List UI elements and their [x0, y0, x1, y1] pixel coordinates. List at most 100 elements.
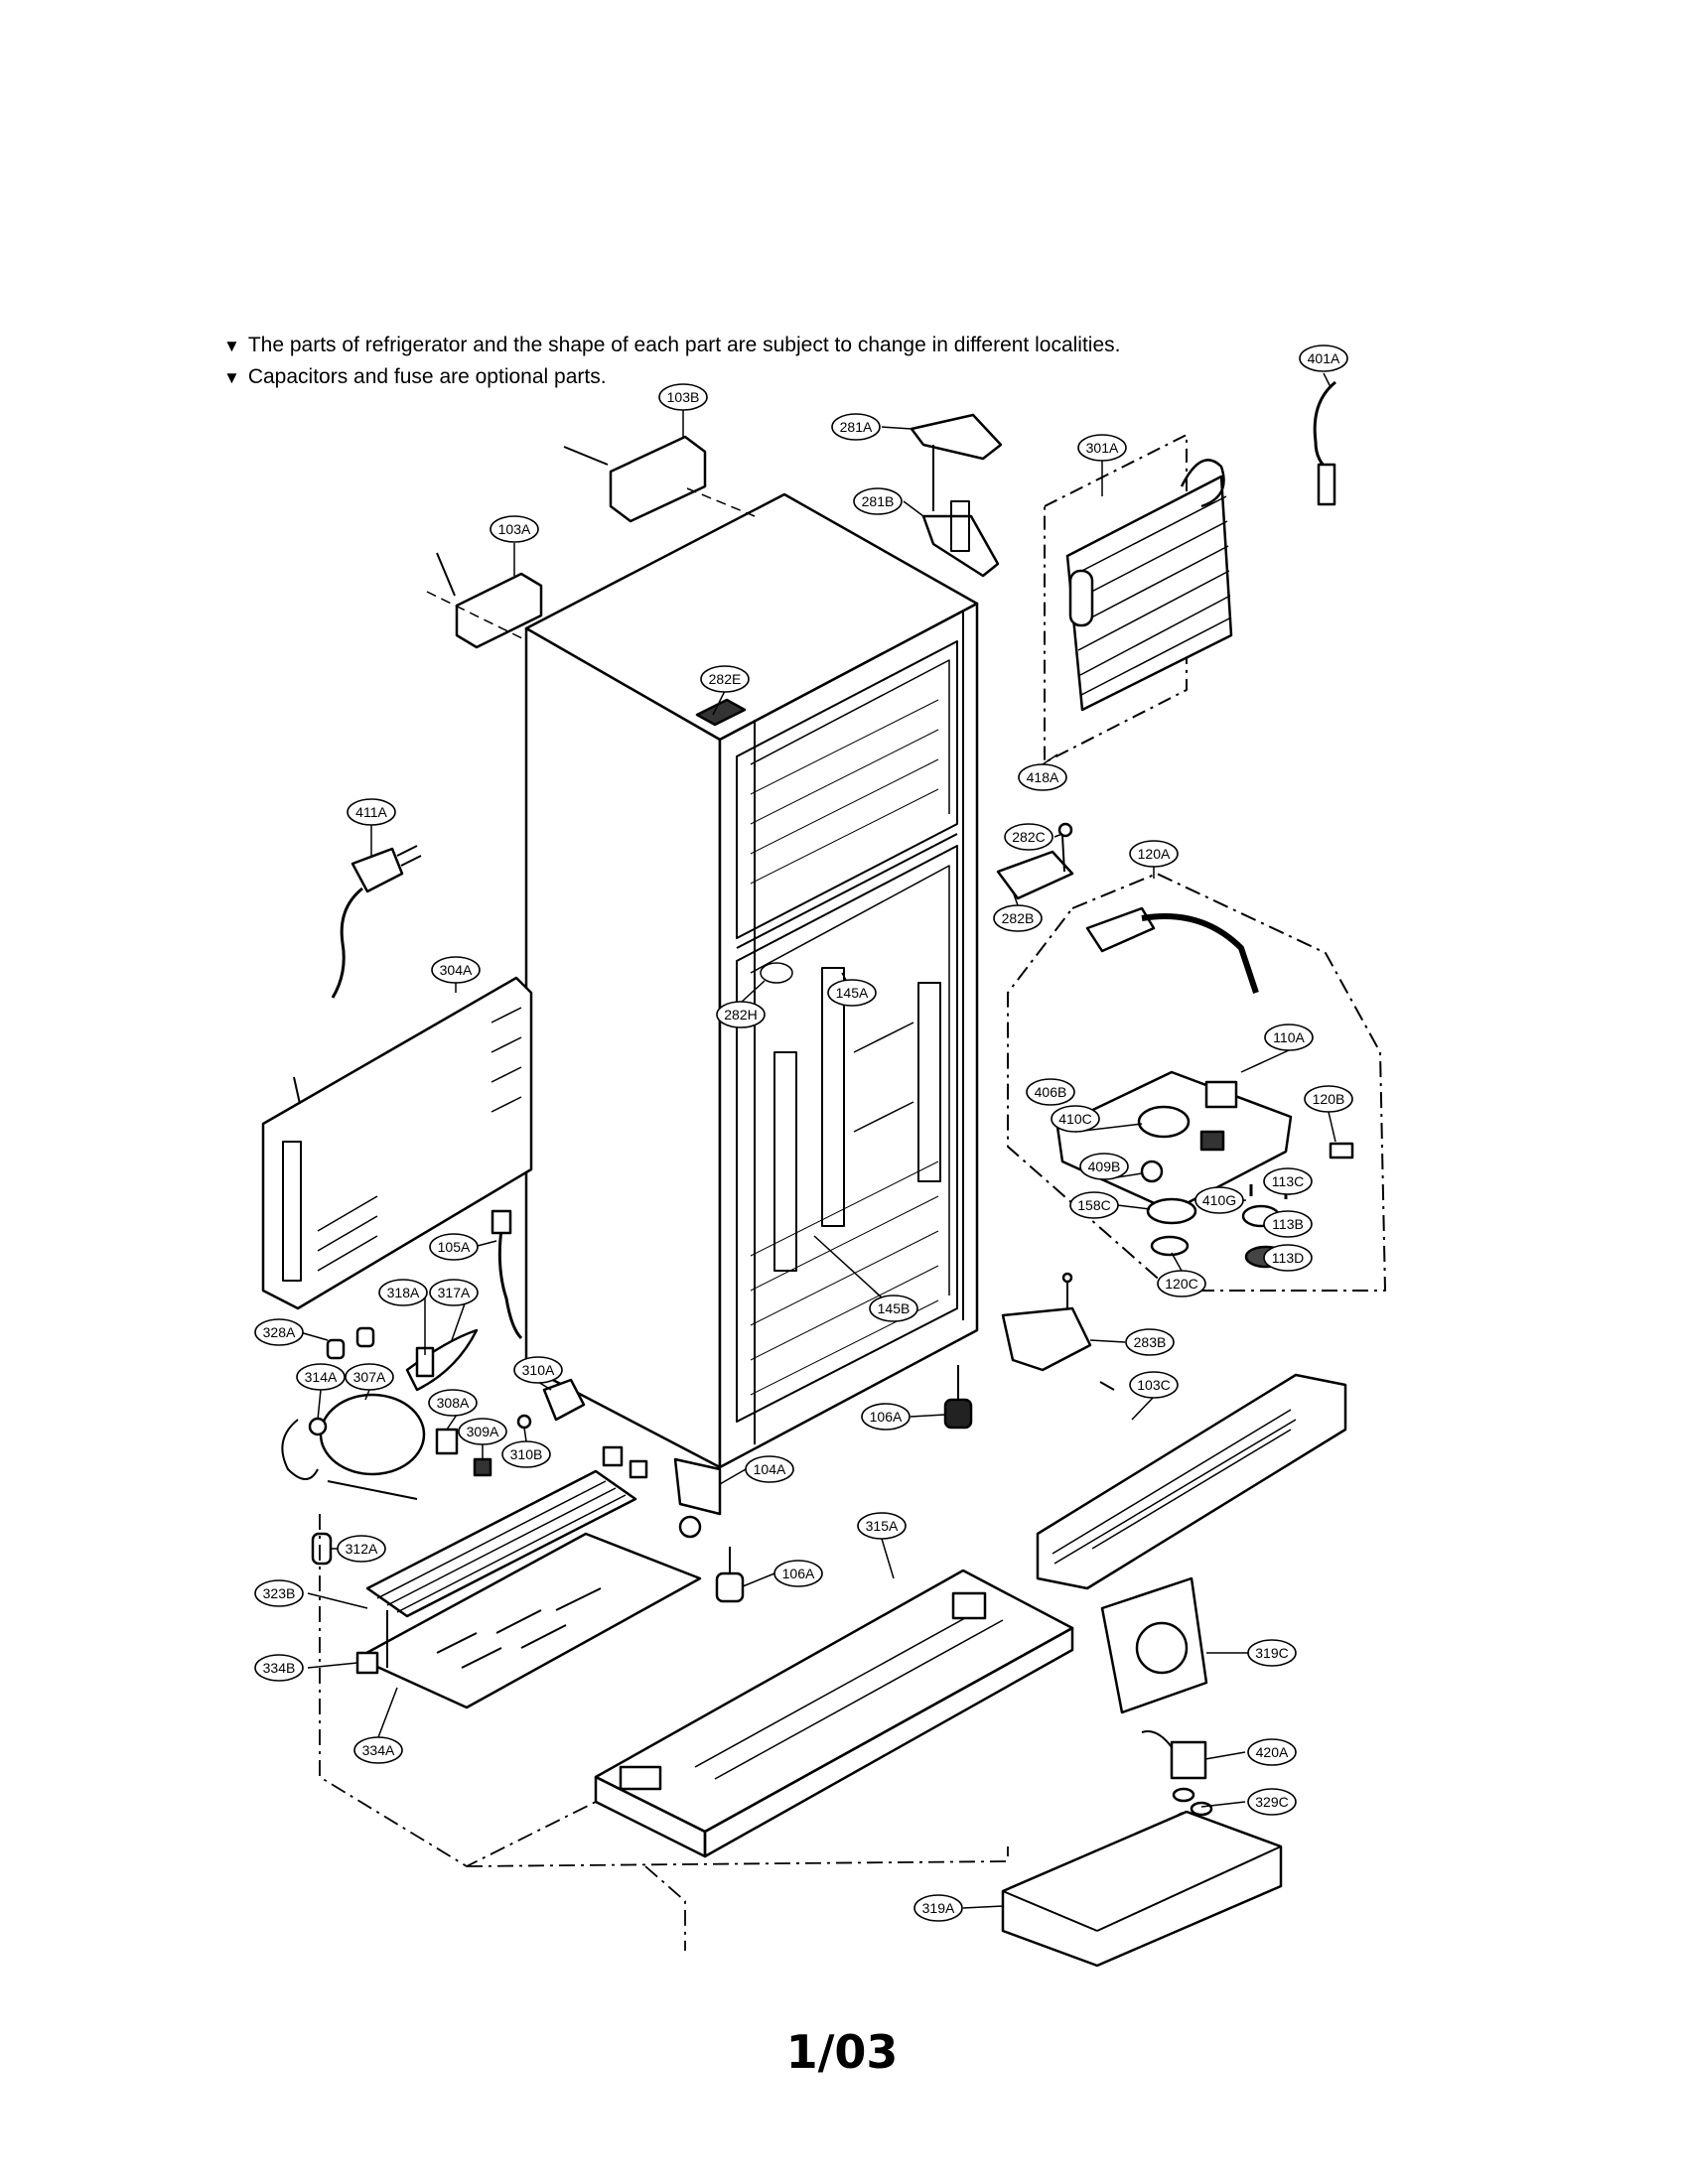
callout-283b: 283B — [1125, 1328, 1175, 1356]
drain-pan-319A — [1001, 1810, 1283, 1968]
callout-103a: 103A — [490, 515, 539, 543]
callout-145a: 145A — [827, 979, 877, 1007]
callout-oval — [700, 665, 750, 693]
callout-labels: 103B281A401A301A281B103A282E418A411A282C… — [254, 344, 1353, 1922]
wire-401A — [1313, 380, 1336, 506]
callout-text: 158C — [1077, 1197, 1110, 1213]
callout-text: 420A — [1256, 1744, 1289, 1760]
callout-text: 110A — [1273, 1029, 1305, 1045]
callout-text: 319C — [1255, 1645, 1288, 1661]
cabinet — [524, 492, 979, 1469]
triangle-marker-icon: ▼ — [223, 368, 240, 387]
callout-410g: 410G — [1194, 1186, 1244, 1214]
callout-oval — [1129, 1371, 1179, 1399]
callout-oval — [428, 1389, 478, 1417]
callout-text: 315A — [866, 1518, 899, 1534]
condenser-301A — [1044, 434, 1233, 763]
callout-text: 317A — [438, 1285, 471, 1300]
callout-281b: 281B — [853, 487, 903, 515]
callout-oval — [1079, 1153, 1129, 1180]
callout-text: 282H — [724, 1007, 757, 1023]
callout-text: 105A — [438, 1239, 471, 1255]
callout-oval — [1051, 1105, 1100, 1133]
callout-oval — [1018, 763, 1067, 791]
callout-oval — [501, 1440, 551, 1468]
callout-120a: 120A — [1129, 840, 1179, 868]
clips-308A-309A-310A — [435, 1378, 648, 1479]
callout-oval — [296, 1363, 346, 1391]
callout-oval — [1304, 1085, 1353, 1113]
front-grille-103C — [1036, 1373, 1347, 1590]
damper-420A — [1141, 1730, 1207, 1780]
notes-block: ▼ The parts of refrigerator and the shape… — [223, 330, 1120, 393]
callout-oval — [378, 1279, 428, 1306]
callout-oval — [1129, 840, 1179, 868]
callout-text: 145A — [836, 985, 869, 1001]
callout-text: 307A — [353, 1369, 386, 1385]
callout-oval — [658, 383, 708, 411]
note-text: Capacitors and fuse are optional parts. — [247, 365, 607, 388]
callout-315a: 315A — [857, 1512, 907, 1540]
callout-329c: 329C — [1247, 1788, 1297, 1816]
callout-oval — [1263, 1244, 1313, 1272]
page-number: 1/03 — [785, 2025, 899, 2079]
callout-120c: 120C — [1157, 1270, 1206, 1297]
callout-110a: 110A — [1264, 1024, 1314, 1051]
callout-410c: 410C — [1051, 1105, 1100, 1133]
callout-113b: 113B — [1263, 1210, 1313, 1238]
callout-oval — [857, 1512, 907, 1540]
callout-281a: 281A — [831, 413, 881, 441]
callout-317a: 317A — [429, 1279, 479, 1306]
callout-text: 418A — [1027, 769, 1059, 785]
callout-113c: 113C — [1263, 1167, 1313, 1195]
fan-shroud-319C — [1100, 1576, 1208, 1714]
callout-text: 323B — [263, 1585, 296, 1601]
callout-oval — [1264, 1024, 1314, 1051]
callout-106a: 106A — [773, 1560, 823, 1587]
assembly-outline — [319, 1514, 1009, 1951]
note-text: The parts of refrigerator and the shape … — [247, 334, 1121, 356]
callout-text: 406B — [1035, 1084, 1067, 1100]
callout-oval — [827, 979, 877, 1007]
callout-106a: 106A — [861, 1403, 911, 1431]
callout-oval — [513, 1356, 563, 1384]
callout-411a: 411A — [347, 798, 396, 826]
callout-oval — [1247, 1788, 1297, 1816]
callout-text: 308A — [437, 1395, 470, 1411]
callout-oval — [1077, 434, 1127, 462]
compressor-307A — [281, 1393, 426, 1500]
base-frame-315A — [594, 1569, 1074, 1858]
callout-282e: 282E — [700, 665, 750, 693]
callout-text: 310B — [510, 1446, 543, 1462]
callout-oval — [1026, 1078, 1075, 1106]
callout-105a: 105A — [429, 1233, 479, 1261]
callout-text: 304A — [440, 962, 473, 978]
callout-319c: 319C — [1247, 1639, 1297, 1667]
leveling-foot-106A-front — [715, 1547, 745, 1603]
callout-406b: 406B — [1026, 1078, 1075, 1106]
callout-text: 401A — [1308, 350, 1340, 366]
leveling-foot-106A — [943, 1365, 973, 1430]
middle-hinge-282B-282C — [996, 822, 1074, 900]
callout-text: 120B — [1313, 1091, 1345, 1107]
callout-text: 281B — [862, 493, 895, 509]
callout-oval — [913, 1894, 963, 1922]
top-hinge-281A-281B — [910, 413, 1003, 578]
callout-oval — [490, 515, 539, 543]
callout-text: 282B — [1002, 910, 1035, 926]
callout-301a: 301A — [1077, 434, 1127, 462]
coil-323B — [355, 1469, 637, 1675]
callout-oval — [1247, 1639, 1297, 1667]
hinge-cover-103A — [426, 552, 543, 649]
callout-oval — [861, 1403, 911, 1431]
callout-text: 318A — [387, 1285, 420, 1300]
callout-oval — [1299, 344, 1348, 372]
callout-text: 334A — [362, 1742, 395, 1758]
callout-text: 411A — [355, 804, 387, 820]
callout-282h: 282H — [716, 1001, 766, 1028]
callout-text: 312A — [346, 1541, 378, 1557]
callout-304a: 304A — [431, 956, 481, 984]
callout-oval — [853, 487, 903, 515]
drain-tube-105A — [491, 1209, 523, 1340]
